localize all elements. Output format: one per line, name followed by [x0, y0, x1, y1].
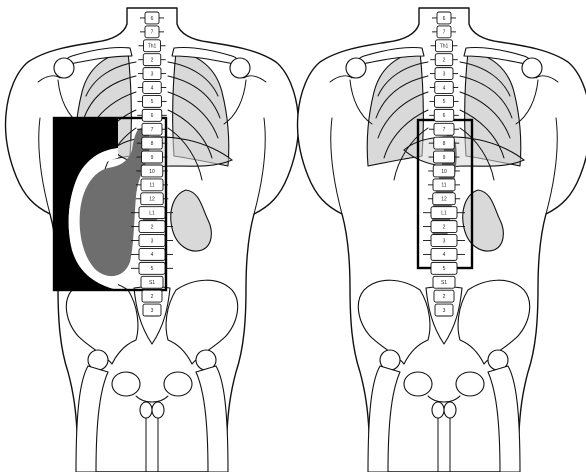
vertebra-label: 11 [149, 183, 154, 189]
vertebra-label: 2 [151, 224, 154, 230]
vertebra-label: 2 [151, 58, 154, 64]
vertebra-label: S1 [149, 280, 155, 286]
vertebra-label: 10 [441, 169, 447, 175]
vertebra-label: 6 [151, 113, 154, 119]
vertebra-label: 9 [443, 155, 446, 161]
vertebra-label: S1 [441, 280, 447, 286]
vertebra-label: 5 [443, 99, 446, 105]
vertebra-label: 12 [149, 197, 155, 203]
vertebra-label: 6 [443, 16, 446, 22]
vertebra-label: 3 [151, 308, 154, 314]
vertebra-label: 6 [443, 113, 446, 119]
vertebra-label: 4 [151, 252, 154, 258]
vertebra-label: Th1 [148, 44, 157, 50]
vertebra-label: 3 [443, 238, 446, 244]
vertebra-label: 4 [443, 85, 446, 91]
vertebra-label: 8 [151, 141, 154, 147]
vertebra-label: L1 [441, 211, 447, 217]
vertebra-label: 12 [441, 197, 447, 203]
vertebra-label: 2 [443, 294, 446, 300]
vertebra-label: 3 [443, 308, 446, 314]
vertebra-label: 3 [151, 71, 154, 77]
vertebra-label: 4 [443, 252, 446, 258]
vertebra-label: 5 [151, 266, 154, 272]
vertebra-label: 4 [151, 85, 154, 91]
vertebra-label: 10 [149, 169, 155, 175]
vertebra-label: 2 [443, 224, 446, 230]
vertebra-label: 11 [441, 183, 446, 189]
vertebra-label: 5 [151, 99, 154, 105]
vertebra-label: 7 [443, 30, 446, 36]
vertebra-label: 9 [151, 155, 154, 161]
vertebra-label: L1 [149, 211, 155, 217]
vertebra-label: 3 [151, 238, 154, 244]
vertebra-label: 5 [443, 266, 446, 272]
vertebra-label: 7 [151, 30, 154, 36]
vertebra-label: 2 [443, 58, 446, 64]
vertebra-label: 7 [443, 127, 446, 133]
vertebra-label: 8 [443, 141, 446, 147]
vertebra-label: 3 [443, 71, 446, 77]
vertebra-label: 7 [151, 127, 154, 133]
vertebra-label: Th1 [440, 44, 449, 50]
vertebra-label: 6 [151, 16, 154, 22]
vertebra-label: 2 [151, 294, 154, 300]
